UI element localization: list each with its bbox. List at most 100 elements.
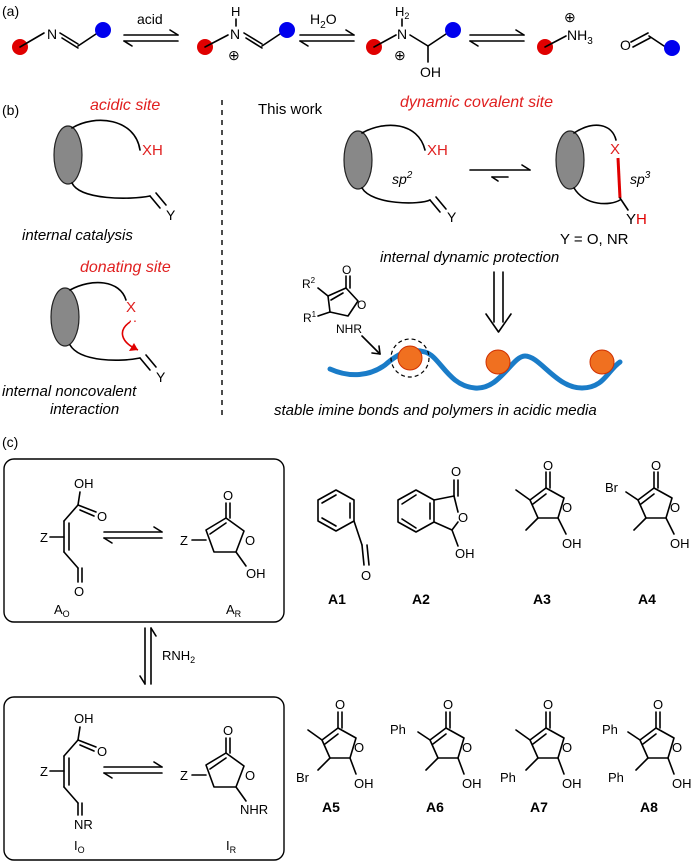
a4-oh-label: OH (670, 536, 690, 551)
internal-noncovalent-label-2: interaction (50, 401, 119, 418)
compound-a8: O O Ph Ph OH (602, 697, 692, 791)
a6-o-carbonyl: O (443, 697, 453, 712)
amine-plus: ⊕ (564, 9, 576, 25)
io-z-label: Z (40, 764, 48, 779)
ao-label: AO (54, 602, 70, 619)
io-o-label: O (97, 744, 107, 759)
scaffold-ellipse (53, 125, 83, 185)
blue-node (279, 22, 295, 38)
a5-o-carbonyl: O (335, 697, 345, 712)
noncovalent-scaffold: X ·· Y (50, 281, 166, 385)
acidic-site-label: acidic site (90, 97, 160, 114)
a1-o-label: O (361, 568, 371, 583)
ir-o-ring: O (245, 768, 255, 783)
ar-o-ring: O (245, 533, 255, 548)
hemiaminal-plus: ⊕ (394, 47, 406, 63)
a8-o-carbonyl: O (653, 697, 663, 712)
internal-catalysis-scaffold: XH Y (53, 119, 176, 223)
compound-label-a3: A3 (533, 591, 551, 607)
open-closed-aldehyde-box (3, 458, 285, 623)
ar-label: AR (226, 602, 242, 619)
polymer-node (397, 345, 423, 371)
io-structure: OH O NR Z IO (40, 711, 107, 855)
sp3-scaffold: X sp3 YH (555, 124, 651, 228)
ar-o-carbonyl: O (223, 488, 233, 503)
internal-noncovalent-label-1: internal noncovalent (2, 383, 137, 400)
h2o-label: H2O (310, 11, 337, 31)
internal-dynamic-protection-label: internal dynamic protection (380, 249, 559, 266)
dynamic-covalent-site-label: dynamic covalent site (400, 94, 553, 111)
a8-oh-label: OH (672, 776, 692, 791)
compound-a4: O O Br OH (605, 458, 690, 551)
a5-oh-label: OH (354, 776, 374, 791)
a7-o-carbonyl: O (543, 697, 553, 712)
a2-oh-label: OH (455, 546, 475, 561)
blue-node (95, 22, 111, 38)
hemiaminal-oh-label: OH (420, 64, 441, 80)
ar-structure: O O OH Z AR (180, 488, 266, 619)
compound-label-a7: A7 (530, 799, 548, 815)
lone-pair-dots: ·· (128, 312, 137, 328)
nhr-label: NHR (336, 322, 362, 336)
a5-br-label: Br (296, 770, 310, 785)
a6-ph-label: Ph (390, 722, 406, 737)
scaffold-ellipse (50, 287, 80, 347)
hemiaminal-molecule: H2 N ⊕ OH (366, 4, 461, 80)
compound-a1: O (317, 489, 371, 583)
donating-y-label: Y (156, 369, 166, 385)
polymer-backbone (327, 348, 623, 391)
ir-o-carbonyl: O (223, 723, 233, 738)
ar-oh-label: OH (246, 566, 266, 581)
hemiaminal-n-label: N (397, 26, 407, 42)
sp2-label: sp2 (392, 170, 413, 187)
catalysis-xh-label: XH (142, 142, 163, 159)
ir-z-label: Z (180, 768, 188, 783)
a4-o-ring: O (670, 500, 680, 515)
polymer-chain (327, 338, 623, 391)
aldehyde-molecule: O (620, 32, 680, 56)
a7-ph-label: Ph (500, 770, 516, 785)
sp2-scaffold: XH sp2 Y (343, 124, 457, 225)
protection-equilibrium-arrows (469, 164, 531, 182)
aldehyde-o-label: O (620, 37, 631, 53)
compound-a5: O O Br OH (296, 697, 374, 791)
rnh2-label: RNH2 (162, 648, 195, 665)
io-label: IO (74, 838, 85, 855)
ao-o-bottom: O (74, 584, 84, 599)
a4-o-carbonyl: O (651, 458, 661, 473)
ir-label: IR (226, 838, 237, 855)
sp3-label: sp3 (630, 170, 651, 187)
ir-nhr-label: NHR (240, 802, 268, 817)
y-equals-label: Y = O, NR (560, 231, 629, 248)
io-nr-label: NR (74, 817, 93, 832)
a3-o-carbonyl: O (543, 458, 553, 473)
panel-label-a: (a) (2, 3, 19, 19)
open-closed-imine-box (3, 696, 285, 861)
rnh2-equilibrium-arrows: RNH2 (139, 627, 195, 685)
amine-nh3-label: NH3 (567, 27, 593, 47)
imine-molecule: N (12, 22, 111, 55)
ao-z-label: Z (40, 530, 48, 545)
compound-label-a1: A1 (328, 591, 346, 607)
ir-structure: O O NHR Z IR (180, 723, 268, 855)
a6-o-ring: O (462, 740, 472, 755)
this-work-label: This work (258, 101, 323, 118)
io-oh-label: OH (74, 711, 94, 726)
release-equilibrium-arrows (469, 29, 525, 47)
a3-oh-label: OH (562, 536, 582, 551)
compound-a3: O O OH (515, 458, 582, 551)
a7-o-ring: O (562, 740, 572, 755)
a5-o-ring: O (354, 740, 364, 755)
r1-label: R1 (303, 310, 317, 325)
amine-molecule: ⊕ NH3 (537, 9, 593, 55)
iminium-molecule: H N ⊕ (197, 4, 295, 63)
compound-a7: O O Ph OH (500, 697, 582, 791)
ao-oh-label: OH (74, 476, 94, 491)
a3-o-ring: O (562, 500, 572, 515)
panel-label-b: (b) (2, 102, 19, 118)
imine-n-label: N (47, 26, 57, 42)
scaffold-ellipse (555, 130, 585, 190)
a8-ph-top-label: Ph (602, 722, 618, 737)
a7-oh-label: OH (562, 776, 582, 791)
scaffold-ellipse (343, 130, 373, 190)
